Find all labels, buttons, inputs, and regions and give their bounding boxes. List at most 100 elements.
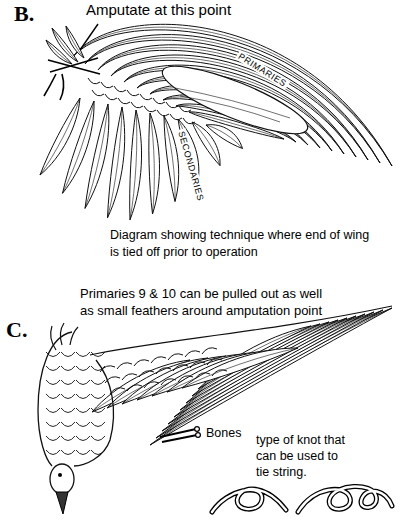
instruction-label: Amputate at this point [86,1,231,18]
secondary-feathers [92,348,298,412]
body-feather [91,380,105,385]
body-feather [61,450,75,455]
caption-note: Primaries 9 & 10 can be pulled out as we… [80,285,330,319]
body-feather [91,394,105,399]
covert-scallop [190,362,205,368]
leader-line [80,24,98,50]
feather-shaft [164,116,175,202]
covert-scallop [157,110,169,116]
feather-outline [98,45,368,160]
covert-scallop [179,106,191,112]
covert-scallop [168,354,183,360]
covert-scallop [127,385,142,391]
feather-outline [182,348,298,388]
body-feather [46,352,60,357]
covert-scallop [140,94,152,100]
covert-scallop [183,118,195,124]
feather-outline [164,116,179,202]
covert-scallop [101,82,113,88]
primary-feather [98,45,368,160]
bird-head [50,464,74,494]
body-feather [91,352,105,357]
covert-scallop [170,114,182,120]
covert-scallop [122,374,137,380]
primary-feather [72,24,392,166]
covert-scallop [161,379,176,385]
body-feather [61,408,75,413]
caption-note: Diagram showing technique where end of w… [110,227,375,261]
body-feather [76,422,90,427]
covert-feathers [88,78,195,124]
primary-feathers [150,308,392,445]
secondary-feather [108,107,125,218]
covert-lines [175,88,290,122]
covert-scallop [178,376,193,382]
covert-scallop [156,368,171,374]
covert-scallop [153,98,165,104]
body-feather [76,408,90,413]
covert-scallop [134,360,149,366]
body-feather [46,394,60,399]
body-feather [76,450,90,455]
covert-scallop [114,86,126,92]
crest-feathers [51,323,78,350]
feather-shaft [130,110,137,220]
panel-letter: C. [6,317,27,343]
body-feather [46,450,60,455]
feather-outline [85,35,380,163]
body-feather [91,436,105,441]
panel-letter: B. [14,1,34,27]
body-feather [76,394,90,399]
covert-feathers [100,348,227,394]
feather-outline [149,113,160,214]
feather-shaft [108,107,123,218]
secondary-feather [182,348,298,388]
primary-feather [150,308,392,445]
feather-outline [150,308,392,445]
feather-outline [206,125,243,149]
bone-end [196,433,201,438]
knot-outline [298,486,392,512]
knot-fill [298,486,392,512]
spread-wing [40,24,392,220]
body-feather [46,380,60,385]
body-feather [46,422,60,427]
bone-symbol [160,429,197,442]
feather-shaft [98,48,368,160]
feather-outline [111,55,356,157]
body-feather [61,422,75,427]
feather-shaft [182,348,298,388]
covert-scallop [144,106,156,112]
knot-diagram [212,486,392,512]
body-feather [76,380,90,385]
secondary-feather [164,116,179,202]
primary-feather [111,55,356,157]
feather-shaft [111,58,356,157]
covert-scallop [105,94,117,100]
covert-scallop [117,363,132,369]
covert-scallop [88,78,100,84]
body-feather [76,436,90,441]
covert-scallop [151,357,166,363]
folded-wing [38,306,392,514]
covert-scallop [110,388,125,394]
covert-scallop [185,351,200,357]
tied-wing-tip [46,26,84,64]
feather-shaft [85,37,380,163]
body-feathers [46,352,105,455]
body-feather [76,352,90,357]
body-feather [61,394,75,399]
feather-outline [85,104,109,208]
covert-scallop [195,373,210,379]
body-feather [46,408,60,413]
body-feather [46,436,60,441]
body-feather [61,352,75,357]
covert-scallop [118,98,130,104]
primary-feather [85,35,380,163]
covert-scallop [144,382,159,388]
feather-shaft [72,27,392,166]
feather-outline [130,110,142,220]
body-feather [61,380,75,385]
feather-outline [72,24,392,166]
